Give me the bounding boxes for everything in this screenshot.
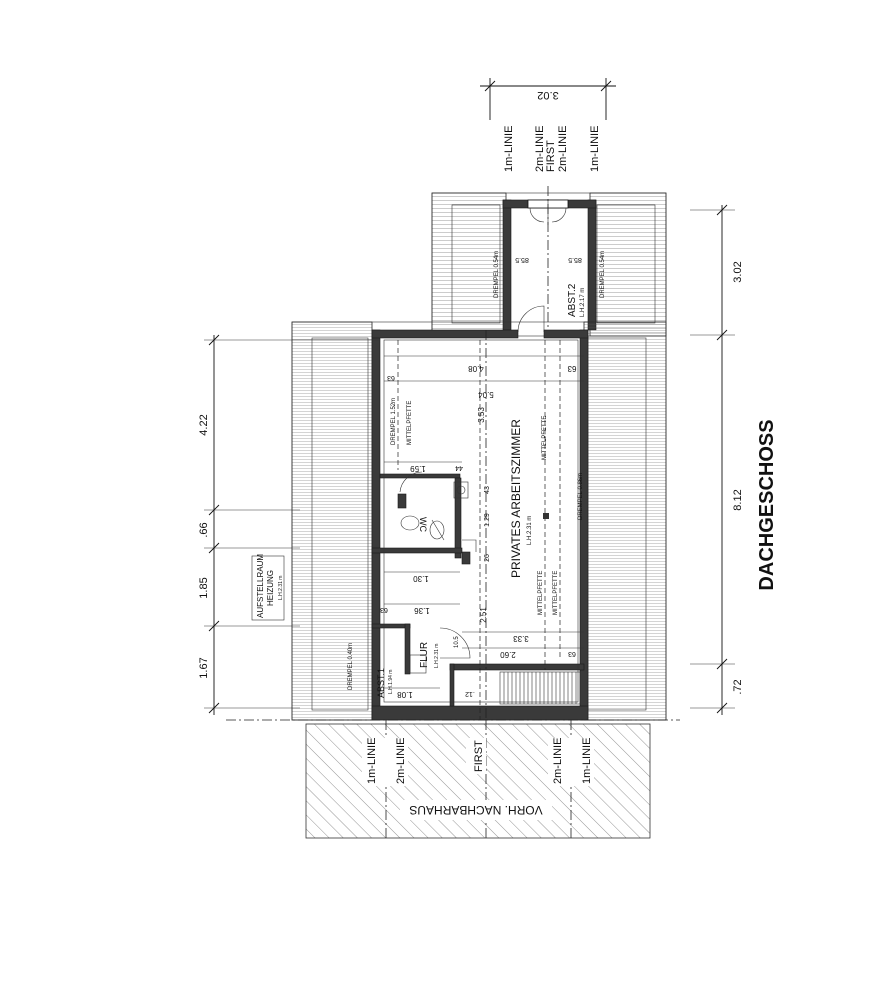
- dim-5-04: 5.04: [478, 390, 494, 399]
- abst1-height: L.H.1.94 m: [388, 670, 394, 694]
- bottom-label-first: FIRST: [473, 740, 485, 772]
- dim-63-left: 63: [380, 606, 388, 613]
- left-dim-4-22: 4.22: [198, 414, 210, 435]
- aufstell-name: AUFSTELLRAUM: [256, 554, 265, 618]
- dim-3-53: 3.53: [477, 407, 486, 423]
- mittelpfette-bottom: MITTELPFETTE: [538, 571, 544, 615]
- dim-1-08: 1.08: [397, 690, 413, 699]
- aufstellraum: AUFSTELLRAUM HEIZUNG L.H.2.31 m: [251, 554, 285, 621]
- plan-title: DACHGESCHOSS: [756, 419, 778, 590]
- left-dim-1-67: 1.67: [198, 657, 210, 678]
- top-dimension-label: 3.02: [537, 89, 558, 101]
- drempel-054-right: DREMPEL 0.54m: [600, 251, 606, 298]
- wc-name: WC: [418, 517, 428, 532]
- dim-85-5-left: 85.5: [515, 256, 529, 263]
- flur-abst1: FLUR L.H.2.31 m ABST.1 L.H.1.94 m DREMPE…: [348, 627, 581, 705]
- right-dim-3-02: 3.02: [732, 261, 744, 282]
- mittelpfette-top: MITTELPFETTE: [407, 401, 413, 445]
- dim-44: 44: [455, 464, 463, 471]
- top-label-1m-left: 1m-LINIE: [503, 126, 515, 172]
- dim-1-29: 1.29: [484, 513, 491, 527]
- bottom-label-2m-left: 2m-LINIE: [395, 738, 407, 784]
- dim-1-59: 1.59: [410, 464, 426, 473]
- dim-63-bottom: 63: [568, 650, 576, 657]
- neighbor-house: 1m-LINIE 2m-LINIE FIRST 2m-LINIE 1m-LINI…: [305, 720, 651, 840]
- top-label-first: FIRST: [545, 140, 557, 172]
- wc-room: WC: [397, 471, 477, 565]
- staircase: [499, 671, 581, 705]
- abst2-height: L.H.2.17 m: [580, 288, 586, 317]
- abst1-name: ABST.1: [376, 668, 386, 698]
- dim-63-top: 63: [567, 364, 576, 373]
- top-label-2m-right: 2m-LINIE: [557, 126, 569, 172]
- drempel-054-left: DREMPEL 0.54m: [494, 251, 500, 298]
- left-dim-66: .66: [198, 522, 210, 537]
- dim-1-36: 1.36: [414, 606, 430, 615]
- main-roof-areas: [291, 321, 667, 721]
- right-dimension-chain: 3.02 8.12 .72: [690, 204, 744, 715]
- right-dim-8-12: 8.12: [732, 489, 744, 510]
- aufstell-height: L.H.2.31 m: [278, 576, 284, 600]
- right-dim-72: .72: [732, 679, 744, 694]
- dim-43: 43: [484, 486, 491, 494]
- dim-85-5-right: 85.5: [568, 256, 582, 263]
- flur-height: L.H.2.31 m: [434, 644, 440, 668]
- dim-4-08: 4.08: [468, 364, 484, 373]
- dim-63-small: 63: [387, 374, 395, 381]
- drempel-152: DREMPEL 1.52m: [391, 398, 397, 445]
- left-dimension-chain: 4.22 .66 1.85 1.67: [198, 334, 380, 715]
- top-label-2m-left: 2m-LINIE: [534, 126, 546, 172]
- bottom-label-1m-right: 1m-LINIE: [581, 738, 593, 784]
- top-line-labels: 1m-LINIE 2m-LINIE FIRST 2m-LINIE 1m-LINI…: [503, 126, 601, 172]
- top-dimension: 3.02: [480, 78, 616, 120]
- dim-2-51: 2.51: [479, 607, 488, 623]
- main-room-height: L.H.2.31 m: [527, 516, 533, 545]
- top-label-1m-right: 1m-LINIE: [589, 126, 601, 172]
- flur-name: FLUR: [419, 642, 430, 668]
- aufstell-sub: HEIZUNG: [266, 570, 275, 606]
- mittelpfette-right: MITTELPFETTE: [542, 416, 548, 460]
- dim-3-33: 3.33: [513, 634, 529, 643]
- neighbor-label: VORH. NACHBARHAUS: [409, 803, 542, 817]
- dim-2-60: 2.60: [500, 650, 516, 659]
- left-dim-1-85: 1.85: [198, 577, 210, 598]
- abst2-name: ABST.2: [567, 283, 578, 317]
- main-room: 4.08 5.04 63 63 3.53 MITTELPFETTE MITTEL…: [380, 330, 584, 720]
- bottom-label-2m-right: 2m-LINIE: [552, 738, 564, 784]
- drempel-086: DREMPEL 0.86m: [578, 473, 584, 520]
- mittelpfette-bottom-right: MITTELPFETTE: [553, 571, 559, 615]
- drempel-040: DREMPEL 0.40m: [348, 643, 354, 690]
- upper-dormer: 85.5 85.5 DREMPEL 0.54m DREMPEL 0.54m AB…: [431, 186, 667, 337]
- bottom-label-1m-left: 1m-LINIE: [366, 738, 378, 784]
- main-room-name: PRIVATES ARBEITSZIMMER: [509, 419, 523, 578]
- dim-12: .12: [465, 690, 475, 697]
- dim-1-30: 1.30: [413, 574, 429, 583]
- dim-10-5: 10.5: [454, 636, 460, 648]
- dim-26: 26: [484, 554, 491, 562]
